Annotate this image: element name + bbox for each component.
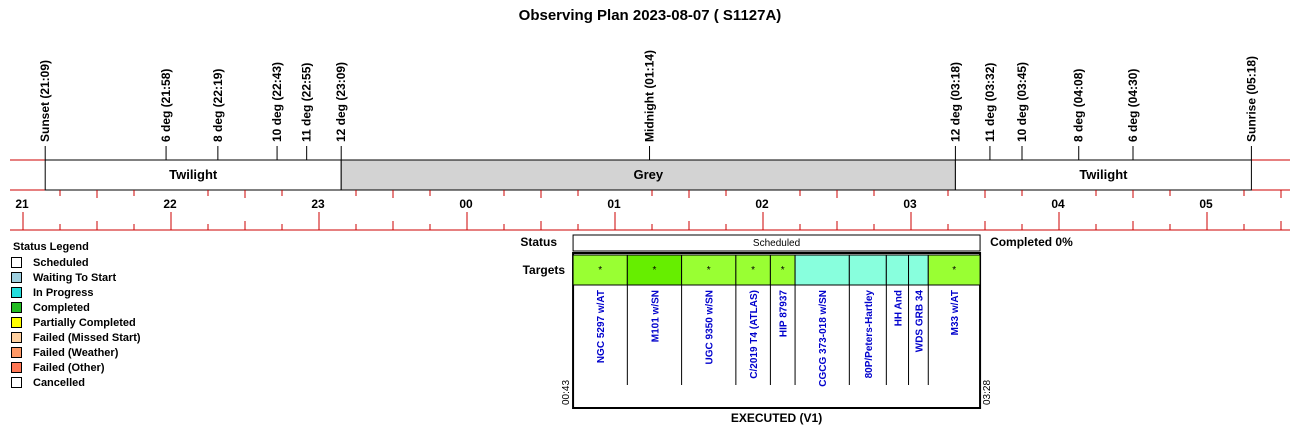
legend-item-label: Failed (Other) — [33, 362, 105, 374]
plan-start-time: 00:43 — [561, 380, 572, 405]
target-name: UGC 9350 w/SN — [705, 290, 716, 364]
hour-tick-label: 01 — [607, 197, 621, 211]
target-mark: * — [751, 265, 755, 276]
legend-item-label: Waiting To Start — [33, 272, 116, 284]
target-mark: * — [653, 265, 657, 276]
hour-tick-label: 23 — [311, 197, 325, 211]
target-name: HIP 87937 — [779, 290, 790, 338]
target-bar — [626, 254, 683, 286]
completed-text: Completed 0% — [990, 235, 1073, 249]
target-mark: * — [707, 265, 711, 276]
event-label: 12 deg (03:18) — [948, 62, 962, 142]
targets-row-label: Targets — [523, 263, 566, 277]
target-mark: * — [598, 265, 602, 276]
band-label: Twilight — [1079, 167, 1128, 182]
status-value: Scheduled — [753, 238, 800, 249]
band-label: Twilight — [169, 167, 218, 182]
target-name: WDS GRB 34 — [914, 290, 925, 353]
hour-tick-label: 21 — [15, 197, 29, 211]
hour-tick-label: 03 — [903, 197, 917, 211]
band-twilight — [44, 159, 342, 191]
chart-title: Observing Plan 2023-08-07 ( S1127A) — [519, 7, 782, 24]
hour-tick-label: 05 — [1199, 197, 1213, 211]
legend-item-label: Cancelled — [33, 377, 85, 389]
target-mark: * — [952, 265, 956, 276]
event-label: 11 deg (22:55) — [300, 63, 314, 142]
event-label: Sunset (21:09) — [38, 60, 52, 142]
legend-swatch — [11, 302, 22, 313]
target-bar — [681, 254, 737, 286]
hour-tick-label: 04 — [1051, 197, 1065, 211]
event-label: 11 deg (03:32) — [983, 63, 997, 142]
legend-swatch — [11, 347, 22, 358]
target-bar — [927, 254, 981, 286]
target-name: M33 w/AT — [950, 290, 961, 335]
target-bar — [769, 254, 796, 286]
legend-item-label: Failed (Missed Start) — [33, 332, 141, 344]
event-label: 10 deg (22:43) — [270, 62, 284, 142]
target-bar — [885, 254, 910, 286]
event-label: Sunrise (05:18) — [1244, 56, 1258, 142]
target-bar — [848, 254, 887, 286]
status-row-label: Status — [520, 235, 557, 249]
target-name: CGCG 373-018 w/SN — [818, 290, 829, 387]
legend-swatch — [11, 272, 22, 283]
legend-item-label: Failed (Weather) — [33, 347, 119, 359]
legend-swatch — [11, 362, 22, 373]
legend-swatch — [11, 332, 22, 343]
target-name: M101 w/SN — [650, 290, 661, 342]
event-label: 12 deg (23:09) — [334, 62, 348, 142]
legend-swatch — [11, 317, 22, 328]
target-bar — [735, 254, 771, 286]
event-label: 10 deg (03:45) — [1015, 62, 1029, 142]
event-label: Midnight (01:14) — [643, 50, 657, 142]
plan-end-time: 03:28 — [982, 380, 993, 405]
event-label: 8 deg (22:19) — [211, 69, 225, 142]
status-bar — [572, 234, 981, 252]
legend-item-label: Partially Completed — [33, 317, 136, 329]
target-name: C/2019 T4 (ATLAS) — [749, 290, 760, 379]
target-mark: * — [781, 265, 785, 276]
band-label: Grey — [633, 167, 663, 182]
target-bar — [572, 254, 628, 286]
band-twilight — [954, 159, 1252, 191]
event-label: 6 deg (21:58) — [159, 69, 173, 142]
event-label: 8 deg (04:08) — [1072, 69, 1086, 142]
legend-swatch — [11, 377, 22, 388]
executed-footer: EXECUTED (V1) — [731, 411, 822, 425]
target-name: 80P/Peters-Hartley — [864, 290, 875, 379]
legend-item-label: In Progress — [33, 287, 94, 299]
hour-tick-label: 02 — [755, 197, 769, 211]
target-name: NGC 5297 w/AT — [596, 290, 607, 363]
target-bar — [908, 254, 929, 286]
target-name: HH And — [893, 290, 904, 326]
target-bar — [794, 254, 850, 286]
legend-item-label: Completed — [33, 302, 90, 314]
legend-item-label: Scheduled — [33, 257, 89, 269]
legend-swatch — [11, 287, 22, 298]
event-label: 6 deg (04:30) — [1126, 69, 1140, 142]
legend-title: Status Legend — [13, 241, 89, 253]
legend-swatch — [11, 257, 22, 268]
hour-tick-label: 22 — [163, 197, 177, 211]
hour-tick-label: 00 — [459, 197, 473, 211]
